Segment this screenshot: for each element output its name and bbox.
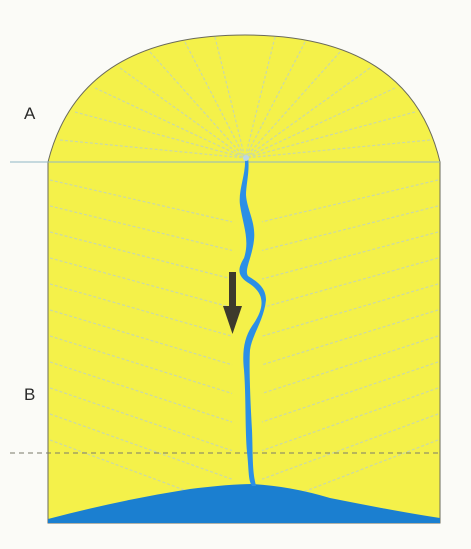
stream-source [243, 155, 249, 161]
zone-a-label: A [24, 104, 35, 124]
zone-b-label: B [24, 385, 35, 405]
